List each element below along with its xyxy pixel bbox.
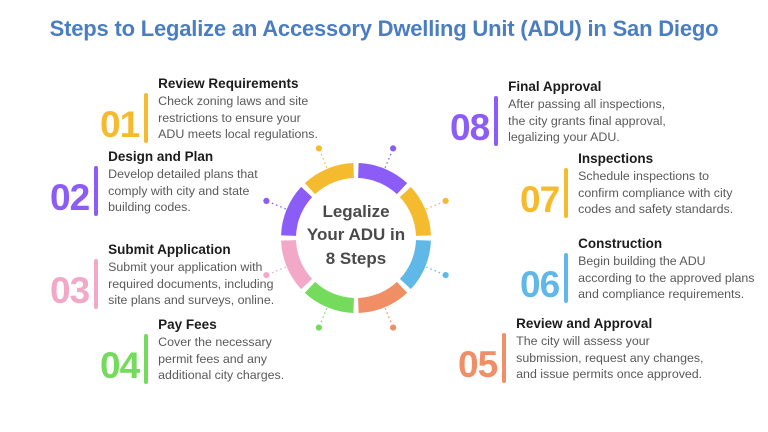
step-color-bar bbox=[94, 258, 99, 309]
step-title: Pay Fees bbox=[158, 317, 217, 332]
wheel-dot-02 bbox=[263, 197, 270, 204]
step-number: 05 bbox=[458, 343, 498, 385]
step-title: Review and Approval bbox=[516, 316, 653, 331]
center-label-line: Legalize bbox=[322, 202, 390, 221]
step-description: Check zoning laws and site restrictions … bbox=[158, 94, 318, 142]
step-color-bar bbox=[144, 92, 149, 143]
wheel-dot-07 bbox=[442, 197, 449, 204]
wheel-ray-05 bbox=[384, 307, 392, 323]
step-title: Construction bbox=[578, 236, 663, 251]
step-title: Submit Application bbox=[108, 242, 231, 257]
wheel-dot-01 bbox=[315, 145, 322, 152]
step-05: 05 Review and Approval The city will ass… bbox=[458, 316, 704, 383]
wheel-dot-04 bbox=[315, 324, 322, 331]
wheel-segment-03 bbox=[281, 239, 313, 290]
wheel-segment-04 bbox=[304, 281, 355, 313]
step-description: The city will assess your submission, re… bbox=[516, 334, 704, 382]
wheel-segment-05 bbox=[357, 281, 408, 313]
step-number: 08 bbox=[450, 106, 490, 148]
wheel-segment-01 bbox=[304, 163, 355, 195]
wheel-segment-06 bbox=[399, 239, 431, 290]
step-number: 02 bbox=[50, 176, 90, 218]
center-label-line: 8 Steps bbox=[325, 248, 387, 268]
wheel-segment-08 bbox=[357, 163, 408, 195]
steps-wheel-diagram bbox=[263, 145, 449, 331]
wheel-dot-05 bbox=[390, 324, 397, 331]
step-color-bar bbox=[502, 332, 507, 383]
step-description: Schedule inspections to confirm complian… bbox=[578, 169, 734, 217]
wheel-center-label: Legalize Your ADU in 8 Steps bbox=[276, 200, 436, 270]
step-07: 07 Inspections Schedule inspections to c… bbox=[520, 151, 733, 218]
step-number: 04 bbox=[100, 344, 140, 386]
step-number: 01 bbox=[100, 103, 140, 145]
wheel-ray-04 bbox=[320, 307, 328, 323]
step-description: Develop detailed plans that comply with … bbox=[108, 167, 258, 215]
step-color-bar bbox=[564, 252, 569, 303]
step-01: 01 Review Requirements Check zoning laws… bbox=[100, 76, 318, 143]
step-color-bar bbox=[144, 333, 149, 384]
step-title: Design and Plan bbox=[108, 149, 214, 164]
step-title: Inspections bbox=[578, 151, 654, 166]
wheel-segment-07 bbox=[399, 186, 431, 237]
step-description: After passing all inspections, the city … bbox=[508, 97, 666, 145]
step-description: Submit your application with required do… bbox=[108, 260, 275, 308]
step-number: 03 bbox=[50, 269, 90, 311]
wheel-ray-08 bbox=[384, 153, 392, 169]
wheel-dot-03 bbox=[263, 272, 270, 279]
wheel-dot-06 bbox=[442, 272, 449, 279]
page-title: Steps to Legalize an Accessory Dwelling … bbox=[49, 16, 719, 41]
step-color-bar bbox=[494, 95, 499, 146]
wheel-segment-02 bbox=[281, 186, 313, 237]
step-title: Review Requirements bbox=[158, 76, 299, 91]
step-description: Begin building the ADU according to the … bbox=[578, 254, 755, 302]
step-description: Cover the necessary permit fees and any … bbox=[158, 335, 285, 383]
step-color-bar bbox=[94, 165, 99, 216]
step-number: 06 bbox=[520, 263, 560, 305]
step-03: 03 Submit Application Submit your applic… bbox=[50, 242, 274, 309]
step-title: Final Approval bbox=[508, 79, 602, 94]
wheel-dot-08 bbox=[390, 145, 397, 152]
center-label-line: Your ADU in bbox=[306, 225, 406, 245]
wheel-ray-01 bbox=[320, 153, 328, 169]
step-02: 02 Design and Plan Develop detailed plan… bbox=[50, 149, 258, 216]
step-08: 08 Final Approval After passing all insp… bbox=[450, 79, 666, 146]
step-color-bar bbox=[564, 167, 569, 218]
step-04: 04 Pay Fees Cover the necessary permit f… bbox=[100, 317, 284, 384]
step-number: 07 bbox=[520, 178, 560, 220]
step-06: 06 Construction Begin building the ADU a… bbox=[520, 236, 755, 303]
